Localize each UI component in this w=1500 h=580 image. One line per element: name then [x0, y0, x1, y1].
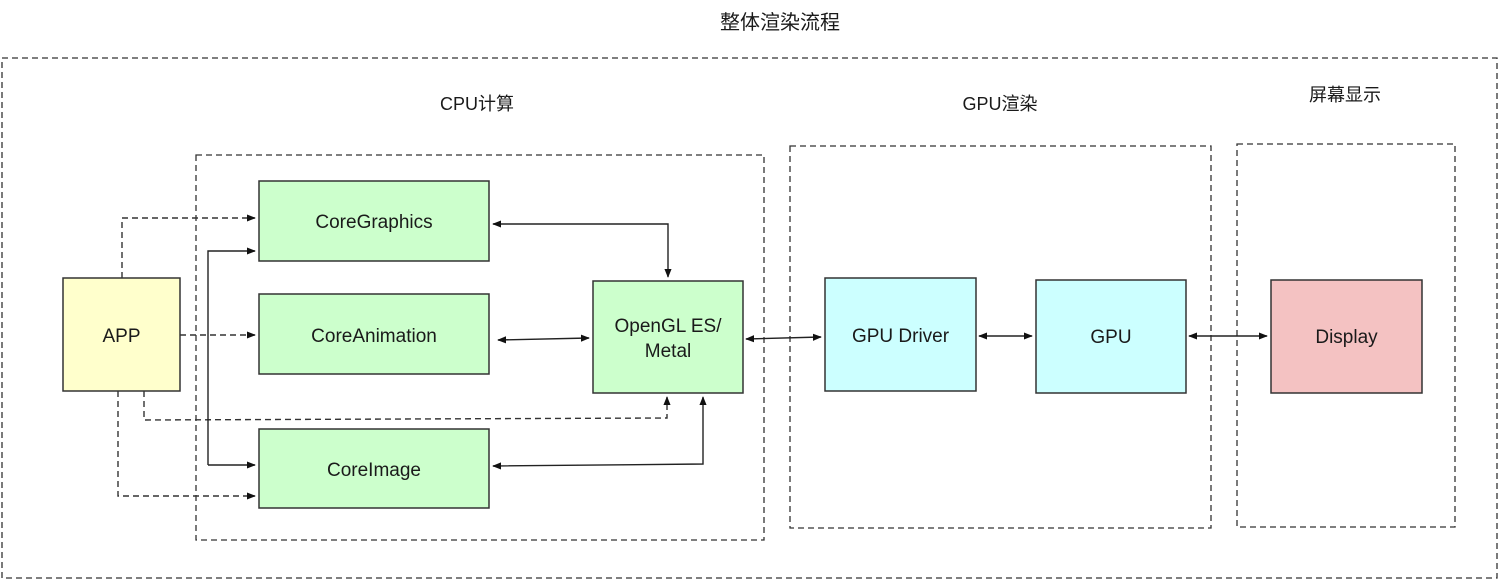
node-display-box [1270, 279, 1423, 394]
node-gpu-driver-box [824, 277, 977, 392]
node-gpu: GPU [1035, 279, 1187, 394]
node-opengl-metal: OpenGL ES/ Metal [592, 280, 744, 394]
node-coreimage-box [258, 428, 490, 509]
node-opengl-box [592, 280, 744, 394]
edge-app-to-coregraphics [121, 214, 256, 278]
node-coregraphics-box [258, 180, 490, 262]
edge-coregraphics-opengl [492, 220, 672, 278]
node-app-label: APP [102, 326, 140, 347]
cpu-group-frame [195, 154, 765, 541]
edge-coreimage-opengl [492, 396, 707, 470]
node-coreimage-label: CoreImage [327, 460, 421, 481]
node-coreimage: CoreImage [258, 428, 490, 509]
node-opengl-label-line1: OpenGL ES/ [614, 316, 722, 337]
outer-frame [1, 57, 1498, 579]
edge-coreanimation-opengl [497, 334, 590, 344]
node-gpu-box [1035, 279, 1187, 394]
cpu-group-label: CPU计算 [440, 94, 514, 114]
edge-app-to-opengl [143, 391, 671, 421]
gpu-group-label: GPU渲染 [962, 94, 1037, 114]
node-coreanimation-box [258, 293, 490, 375]
node-app: APP [62, 277, 181, 392]
node-opengl-label-line2: Metal [645, 341, 691, 362]
node-gpu-driver: GPU Driver [824, 277, 977, 392]
node-display-label: Display [1315, 327, 1378, 348]
edge-app-to-coreimage [117, 391, 256, 500]
node-coreanimation-label: CoreAnimation [311, 326, 437, 347]
node-coreanimation: CoreAnimation [258, 293, 490, 375]
screen-group-label: 屏幕显示 [1309, 85, 1381, 105]
node-display: Display [1270, 279, 1423, 394]
diagram-title: 整体渲染流程 [720, 11, 840, 34]
node-app-box [62, 277, 181, 392]
node-coregraphics: CoreGraphics [258, 180, 490, 262]
node-gpu-label: GPU [1090, 327, 1131, 348]
edge-bus-to-coregraphics [207, 247, 256, 465]
edge-opengl-gpudriver [745, 333, 822, 343]
node-coregraphics-label: CoreGraphics [315, 212, 432, 233]
node-gpu-driver-label: GPU Driver [852, 326, 950, 347]
